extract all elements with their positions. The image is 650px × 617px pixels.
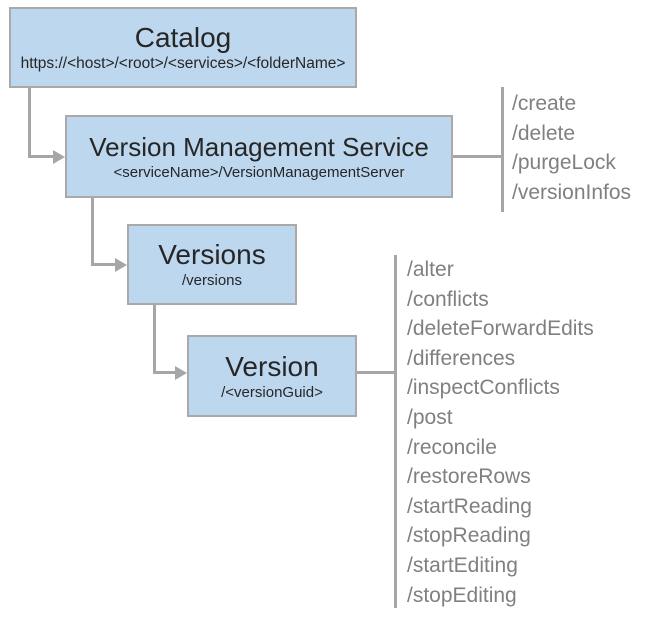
connector-service-to-operations: [453, 155, 502, 158]
connector-catalog-to-service-horizontal: [28, 155, 55, 158]
arrowhead-into-service: [53, 150, 65, 164]
service-title: Version Management Service: [89, 132, 429, 162]
connector-service-to-versions-vertical: [91, 198, 94, 266]
connector-versions-to-version-horizontal: [153, 371, 177, 374]
service-url-pattern: <serviceName>/VersionManagementServer: [113, 164, 405, 181]
operation-label: /startReading: [407, 494, 532, 518]
version-title: Version: [225, 350, 319, 382]
versions-url-pattern: /versions: [181, 272, 243, 289]
version-operations-list: /alter/conflicts/deleteForwardEdits/diff…: [407, 255, 594, 610]
operation-label: /startEditing: [407, 553, 518, 577]
operation-label: /stopEditing: [407, 583, 517, 607]
connector-versions-to-version-vertical: [153, 305, 156, 374]
arrowhead-into-version: [175, 366, 187, 380]
service-operations-bracket: [501, 87, 504, 212]
connector-service-to-versions-horizontal: [91, 263, 117, 266]
version-operations-bracket: [394, 255, 397, 608]
operation-label: /conflicts: [407, 287, 489, 311]
connector-catalog-to-service-vertical: [28, 88, 31, 157]
operation-label: /restoreRows: [407, 465, 531, 489]
operation-label: /differences: [407, 346, 516, 370]
operation-label: /post: [407, 405, 453, 429]
catalog-title: Catalog: [134, 22, 232, 53]
service-operations-list: /create/delete/purgeLock/versionInfos: [512, 89, 631, 207]
operation-label: /create: [512, 92, 577, 115]
operation-label: /delete: [512, 121, 576, 145]
operation-label: /stopReading: [407, 524, 531, 548]
operation-label: /purgeLock: [512, 151, 616, 174]
operation-label: /versionInfos: [512, 180, 632, 204]
catalog-url-pattern: https://<host>/<root>/<services>/<folder…: [20, 55, 346, 72]
version-url-pattern: /<versionGuid>: [221, 383, 323, 401]
operation-label: /reconcile: [407, 435, 497, 459]
operation-label: /deleteForwardEdits: [407, 317, 594, 341]
version-node: Version /<versionGuid>: [187, 335, 357, 417]
versions-title: Versions: [158, 239, 266, 270]
operation-label: /inspectConflicts: [407, 376, 560, 400]
catalog-node: Catalog https://<host>/<root>/<services>…: [9, 7, 357, 88]
version-management-service-node: Version Management Service <serviceName>…: [65, 115, 453, 198]
operation-label: /alter: [407, 258, 454, 281]
connector-version-to-operations: [357, 371, 395, 374]
versions-node: Versions /versions: [127, 224, 297, 305]
arrowhead-into-versions: [115, 258, 127, 272]
